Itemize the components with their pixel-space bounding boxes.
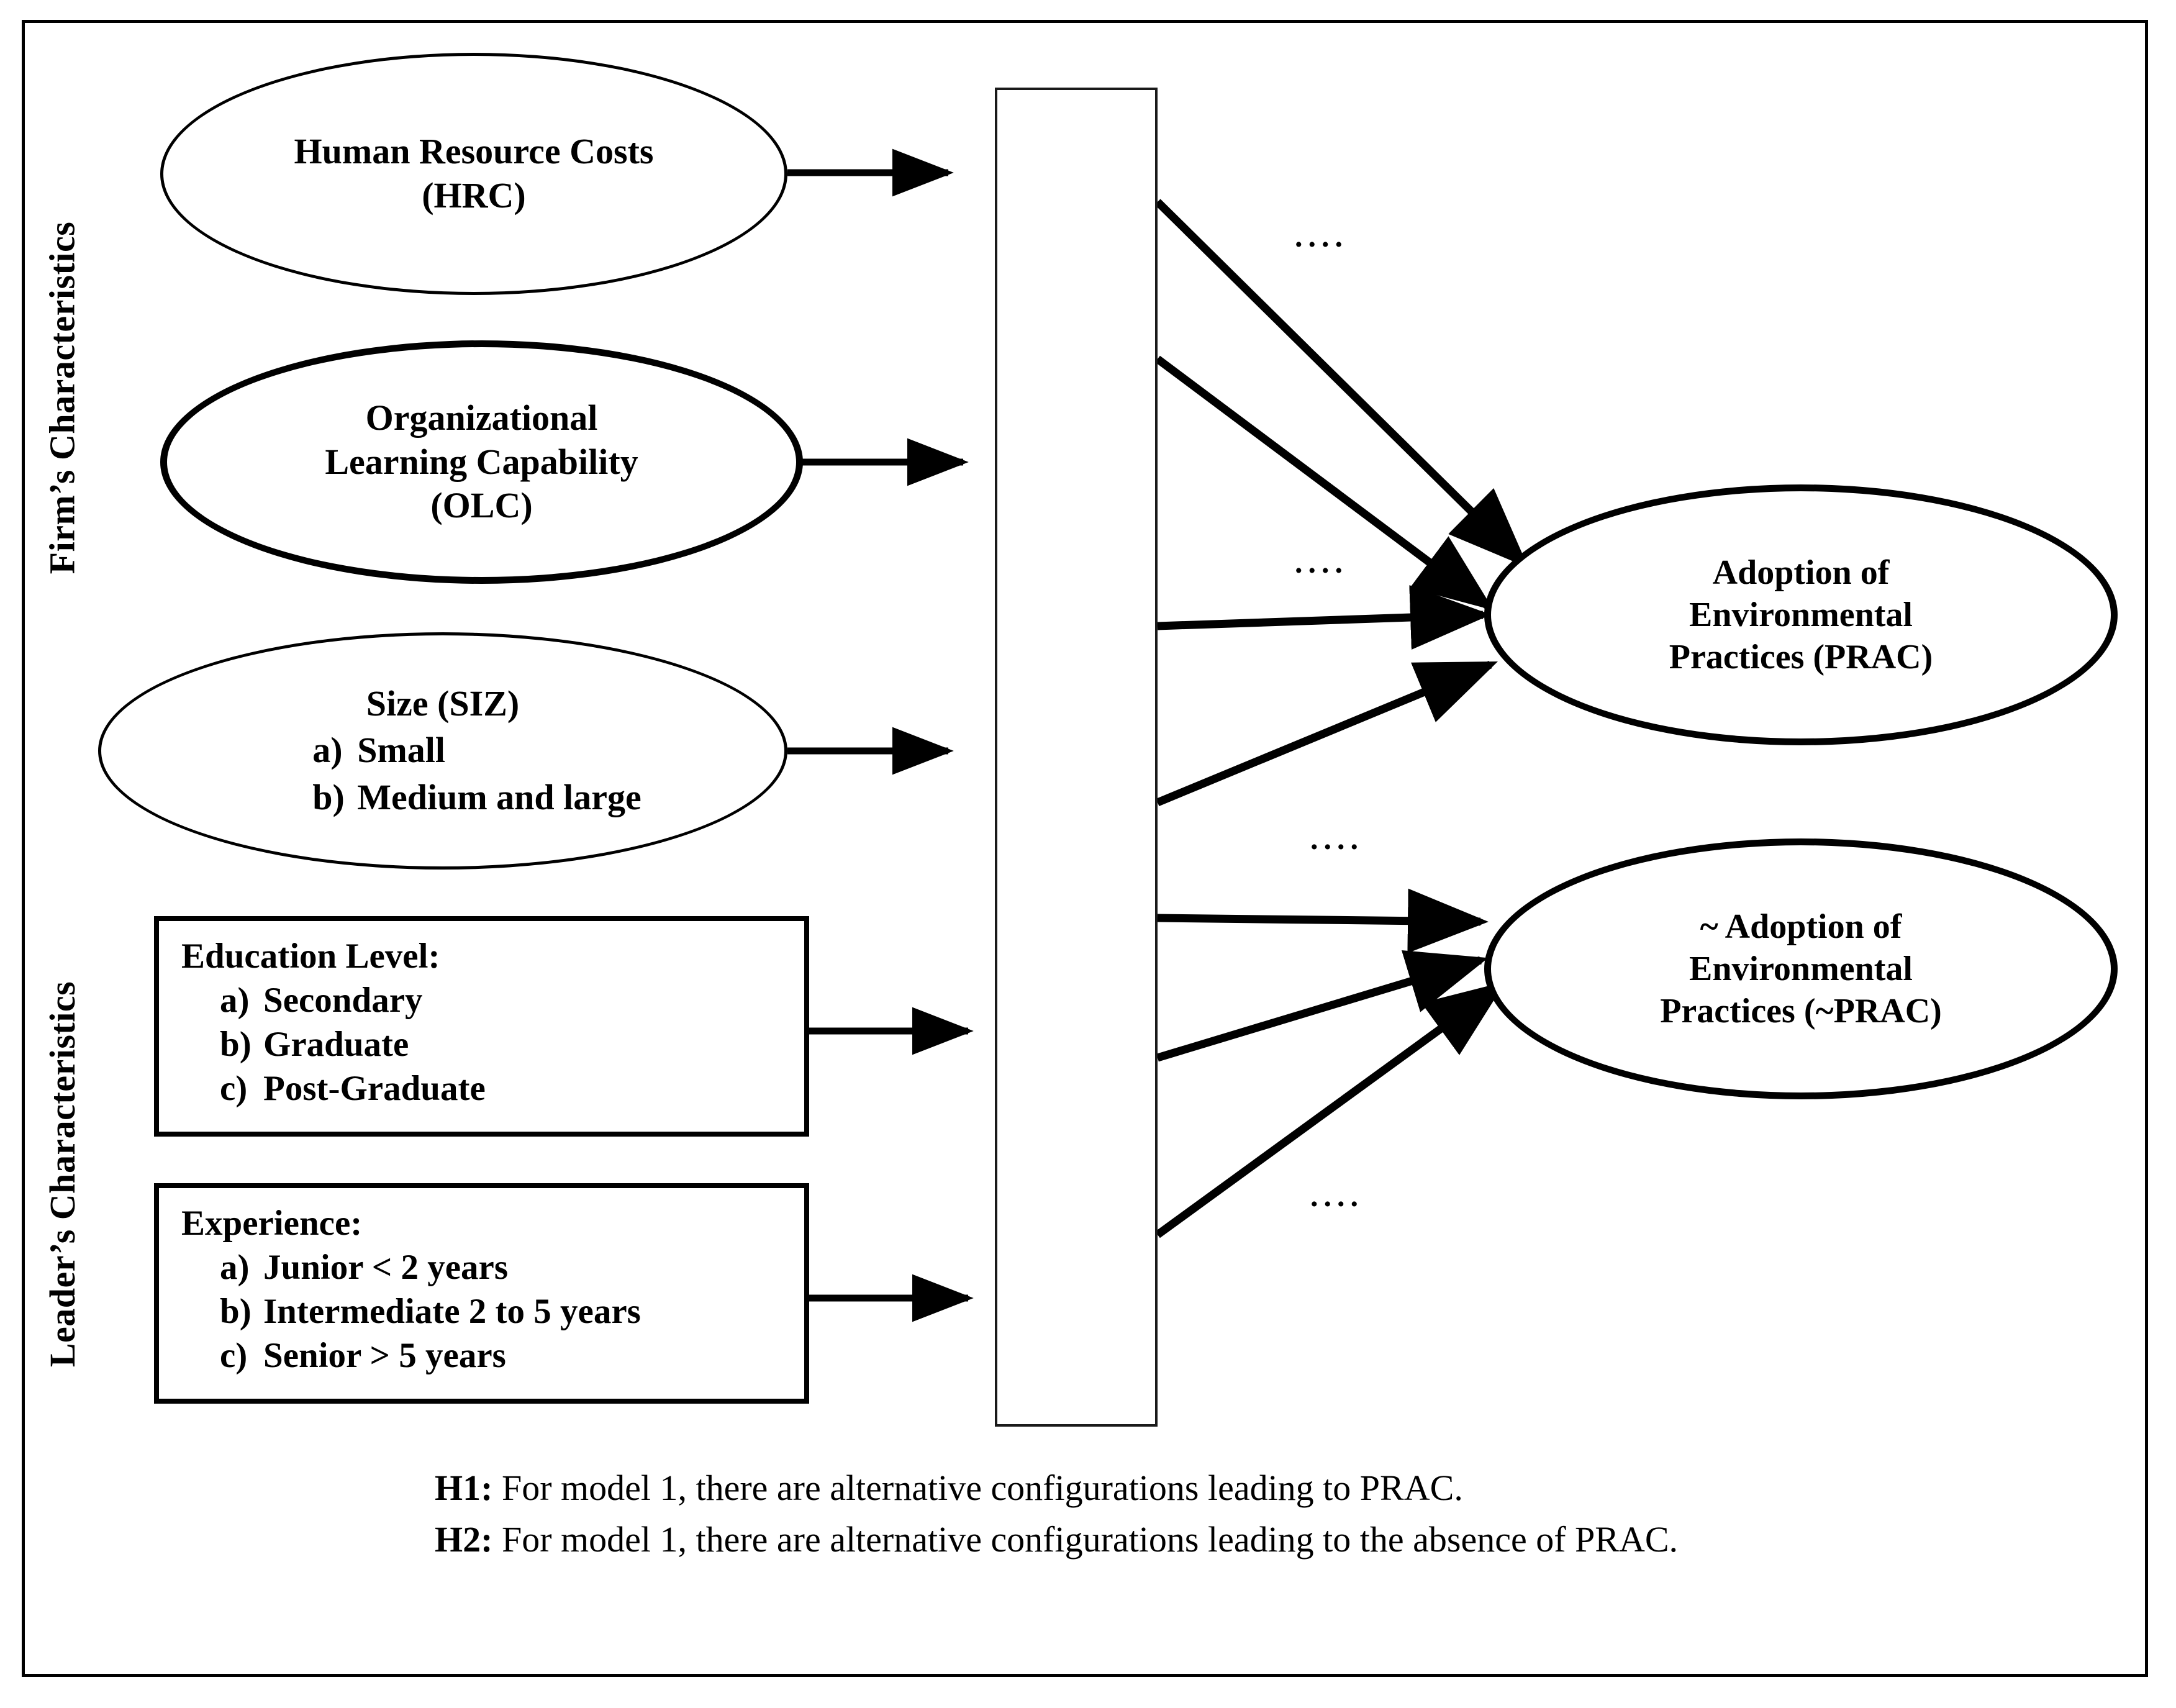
- node-siz-item-text: Small: [357, 729, 446, 770]
- node-hrc-text: Human Resource Costs (HRC): [294, 130, 654, 218]
- list-item-text: Graduate: [263, 1025, 409, 1064]
- node-olc-line-2: Learning Capability: [325, 441, 638, 482]
- node-education-list: a) Secondary b) Graduate c) Post-Graduate: [181, 980, 786, 1109]
- list-item-marker: b): [220, 1025, 252, 1064]
- node-siz-item-text: Medium and large: [357, 777, 641, 818]
- list-item: b) Graduate: [220, 1024, 786, 1065]
- node-experience-title: Experience:: [181, 1204, 363, 1243]
- node-experience[interactable]: Experience: a) Junior < 2 years b) Interme…: [154, 1183, 809, 1404]
- node-prac-line-2: Environmental: [1689, 595, 1913, 634]
- list-item-text: Intermediate 2 to 5 years: [263, 1292, 641, 1331]
- node-size[interactable]: Size (SIZ) a) Small b) Medium and large: [98, 632, 787, 870]
- hypothesis-h2-tag: H2:: [435, 1519, 493, 1560]
- list-item-marker: a): [220, 981, 250, 1020]
- side-label-firm-characteristics: Firm’s Characteristics: [42, 221, 83, 574]
- node-siz-item-marker: a): [312, 729, 343, 770]
- list-item-text: Senior > 5 years: [263, 1336, 506, 1375]
- ellipsis-mark-4: ....: [1310, 1178, 1364, 1213]
- node-notprac-line-3: Practices (~PRAC): [1660, 992, 1942, 1031]
- node-prac-line-1: Adoption of: [1712, 553, 1890, 592]
- side-label-leader-characteristics: Leader’s Characteristics: [42, 981, 83, 1367]
- ellipsis-mark-3: ....: [1310, 821, 1364, 856]
- node-absence-of-adoption-of-environmental-practices[interactable]: ~ Adoption of Environmental Practices (~…: [1484, 838, 2118, 1099]
- list-item-text: Post-Graduate: [263, 1069, 486, 1108]
- node-olc-text: Organizational Learning Capability (OLC): [325, 396, 638, 528]
- hypothesis-h1-text: For model 1, there are alternative confi…: [492, 1468, 1463, 1508]
- ellipsis-mark-2: ....: [1295, 545, 1348, 579]
- list-item: b) Intermediate 2 to 5 years: [220, 1291, 786, 1332]
- node-olc-line-1: Organizational: [365, 397, 598, 438]
- node-experience-list: a) Junior < 2 years b) Intermediate 2 to 5…: [181, 1247, 786, 1376]
- list-item-marker: c): [220, 1336, 248, 1375]
- ellipsis-mark-1: ....: [1295, 219, 1348, 253]
- list-item: a) Secondary: [220, 980, 786, 1020]
- node-hrc-line-1: Human Resource Costs: [294, 131, 654, 172]
- hypothesis-h1: H1: For model 1, there are alternative c…: [435, 1467, 1987, 1509]
- list-item-text: Secondary: [263, 981, 423, 1020]
- node-adoption-of-environmental-practices[interactable]: Adoption of Environmental Practices (PRA…: [1484, 484, 2118, 745]
- list-item: c) Post-Graduate: [220, 1068, 786, 1109]
- node-notprac-text: ~ Adoption of Environmental Practices (~…: [1660, 906, 1942, 1033]
- node-education-title: Education Level:: [181, 937, 440, 976]
- list-item-marker: c): [220, 1069, 248, 1108]
- node-notprac-line-1: ~ Adoption of: [1700, 907, 1902, 946]
- list-item-marker: a): [220, 1248, 250, 1287]
- node-education-level[interactable]: Education Level: a) Secondary b) Graduate …: [154, 916, 809, 1137]
- node-olc-line-3: (OLC): [430, 485, 533, 526]
- node-human-resource-costs[interactable]: Human Resource Costs (HRC): [160, 53, 787, 295]
- node-prac-text: Adoption of Environmental Practices (PRA…: [1669, 552, 1933, 679]
- node-siz-title: Size (SIZ): [366, 683, 520, 724]
- list-item: c) Senior > 5 years: [220, 1335, 786, 1376]
- node-siz-item: b) Medium and large: [312, 776, 641, 820]
- hypothesis-h2: H2: For model 1, there are alternative c…: [435, 1519, 1987, 1560]
- configurations-bar[interactable]: [995, 88, 1158, 1427]
- node-organizational-learning-capability[interactable]: Organizational Learning Capability (OLC): [160, 340, 803, 584]
- hypothesis-h1-tag: H1:: [435, 1468, 493, 1508]
- node-notprac-line-2: Environmental: [1689, 949, 1913, 988]
- node-siz-item-marker: b): [312, 777, 345, 818]
- list-item: a) Junior < 2 years: [220, 1247, 786, 1288]
- node-prac-line-3: Practices (PRAC): [1669, 638, 1933, 677]
- list-item-marker: b): [220, 1292, 252, 1331]
- node-hrc-line-2: (HRC): [422, 175, 526, 216]
- hypothesis-h2-text: For model 1, there are alternative confi…: [492, 1519, 1679, 1560]
- node-siz-text: Size (SIZ) a) Small b) Medium and large: [244, 682, 641, 820]
- list-item-text: Junior < 2 years: [263, 1248, 509, 1287]
- hypotheses-block: H1: For model 1, there are alternative c…: [435, 1467, 1987, 1570]
- node-siz-item: a) Small: [312, 729, 641, 773]
